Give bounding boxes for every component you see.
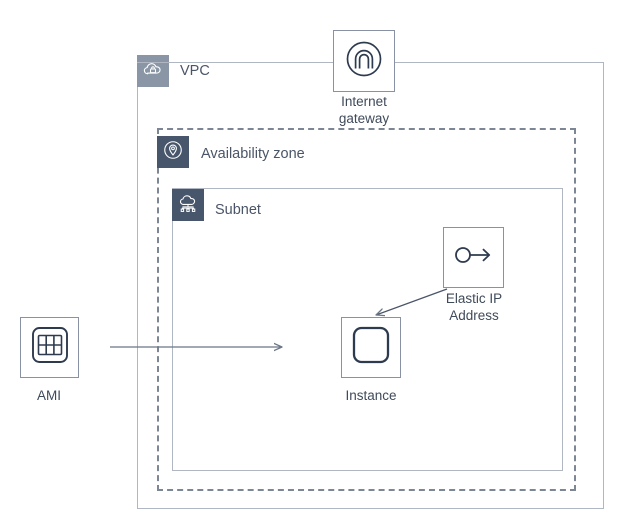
instance-label: Instance bbox=[345, 388, 397, 403]
elastic-ip-address-icon bbox=[452, 241, 496, 274]
subnet-label: Subnet bbox=[215, 202, 261, 218]
instance-node[interactable] bbox=[341, 317, 401, 378]
vpc-cloud-lock-icon bbox=[142, 58, 164, 85]
internet-gateway-label: Internet gateway bbox=[338, 94, 390, 126]
internet-gateway-left-stub bbox=[137, 61, 333, 63]
subnet-cloud-network-icon bbox=[177, 192, 199, 219]
internet-gateway-right-stub bbox=[395, 61, 604, 63]
ami-label: AMI bbox=[36, 388, 61, 403]
availability-zone-container bbox=[157, 128, 576, 491]
ec2-instance-icon bbox=[349, 323, 393, 372]
elastic-ip-label: Elastic IP Address bbox=[445, 291, 503, 323]
internet-gateway-icon bbox=[342, 37, 386, 86]
availability-zone-pin-icon bbox=[162, 139, 184, 166]
ami-node[interactable] bbox=[20, 317, 79, 378]
vpc-badge bbox=[137, 55, 169, 87]
availability-zone-label: Availability zone bbox=[201, 146, 305, 162]
availability-zone-badge bbox=[157, 136, 189, 168]
subnet-container bbox=[172, 188, 563, 471]
internet-gateway-node[interactable] bbox=[333, 30, 395, 92]
ami-icon bbox=[28, 323, 72, 372]
elastic-ip-to-instance-arrow bbox=[376, 288, 448, 315]
vpc-label: VPC bbox=[180, 63, 210, 79]
subnet-badge bbox=[172, 189, 204, 221]
elastic-ip-node[interactable] bbox=[443, 227, 504, 288]
